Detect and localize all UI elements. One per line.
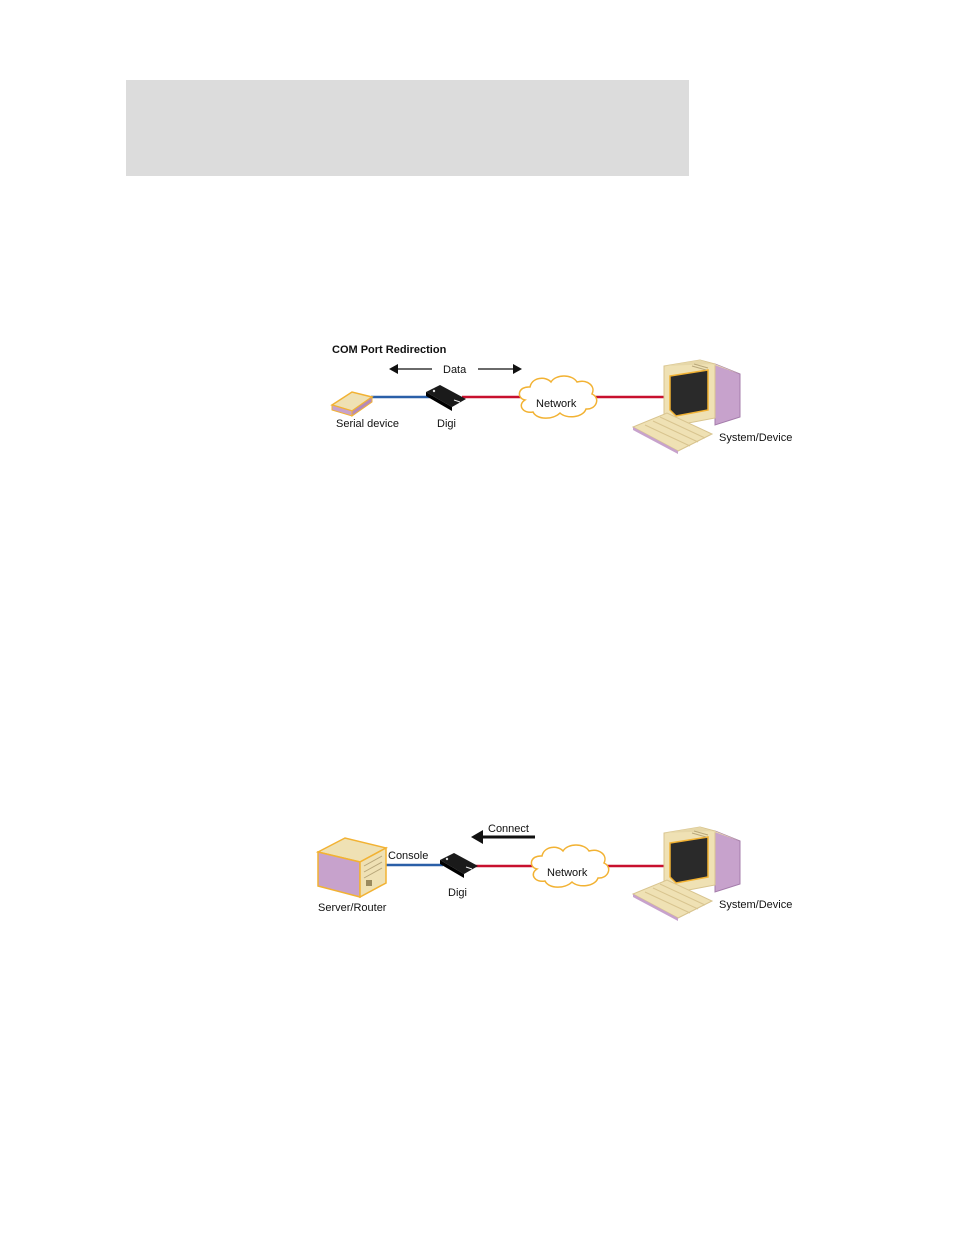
diagram-title: COM Port Redirection: [332, 344, 447, 356]
system-device-label: System/Device: [719, 432, 792, 444]
digi-label: Digi: [437, 418, 456, 430]
network-label: Network: [536, 398, 577, 410]
digi-device-icon: [426, 385, 466, 411]
server-router-icon: [315, 837, 389, 899]
right-arrow-icon: [478, 364, 522, 374]
network-label: Network: [547, 867, 588, 879]
serial-device-label: Serial device: [336, 418, 399, 430]
digi-device-icon: [440, 853, 478, 878]
header-bar: [126, 80, 689, 176]
system-device-label: System/Device: [719, 899, 792, 911]
network-cloud-icon: [518, 375, 598, 419]
left-arrow-icon: [389, 364, 432, 374]
server-router-label: Server/Router: [318, 902, 387, 914]
serial-device-icon: [330, 391, 374, 417]
computer-icon: [631, 826, 741, 921]
connect-arrow-icon: [471, 830, 535, 844]
computer-icon: [631, 359, 741, 454]
digi-label: Digi: [448, 887, 467, 899]
data-label: Data: [443, 364, 467, 376]
network-cloud-icon: [530, 844, 610, 888]
connect-label: Connect: [488, 823, 529, 835]
console-label: Console: [388, 850, 428, 862]
